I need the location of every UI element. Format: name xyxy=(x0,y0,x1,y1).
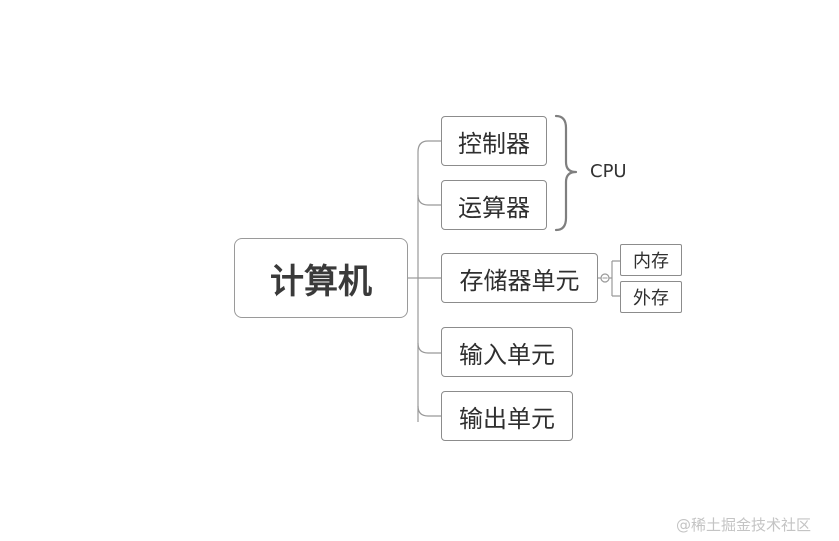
branch-node-output[interactable]: 输出单元 xyxy=(441,391,573,441)
watermark: @稀土掘金技术社区 xyxy=(676,516,812,534)
sub-connector xyxy=(609,260,620,297)
branch-connector-5 xyxy=(417,405,441,417)
summary-label-cpu[interactable]: CPU xyxy=(590,161,627,182)
branch-connector-4 xyxy=(417,342,441,354)
branch-node-storage[interactable]: 存储器单元 xyxy=(441,253,598,303)
branch-node-input[interactable]: 输入单元 xyxy=(441,327,573,377)
summary-brace xyxy=(554,114,578,232)
sub-node-external-storage[interactable]: 外存 xyxy=(620,281,682,313)
branch-connector-1 xyxy=(417,140,441,153)
sub-node-memory[interactable]: 内存 xyxy=(620,244,682,276)
root-node[interactable]: 计算机 xyxy=(234,238,408,318)
branch-node-control-unit[interactable]: 控制器 xyxy=(441,116,547,166)
branch-node-alu[interactable]: 运算器 xyxy=(441,180,547,230)
branch-connector-2 xyxy=(417,194,441,206)
